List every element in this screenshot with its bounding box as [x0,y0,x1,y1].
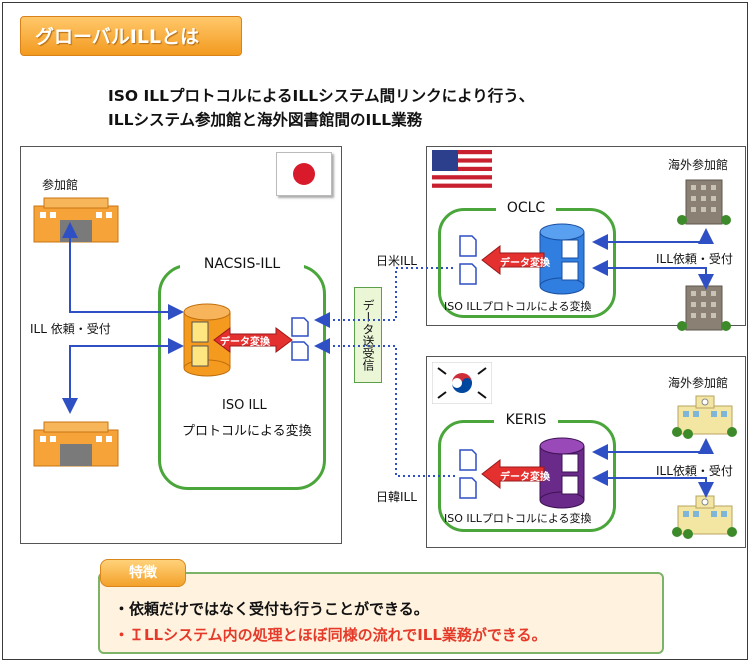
overseas-library-label: 海外参加館 [668,158,729,172]
features-tab: 特徴 [100,559,186,587]
iso-protocol-label: プロトコルによる変換 [182,424,312,439]
page-title: グローバルILLとは [20,16,242,56]
document-icon [291,317,309,361]
office-building-icon [677,179,731,225]
korea-iso-label: ISO ILLプロトコルによる変換 [444,512,592,525]
oclc-database-icon [539,223,585,295]
school-building-icon [672,395,737,439]
overseas-library-label-korea: 海外参加館 [668,376,729,390]
iso-ill-label: ISO ILL [222,398,267,413]
school-building-icon [672,495,737,539]
japan-flag-icon [276,152,332,196]
features-box [98,572,664,654]
korea-conversion-arrow [481,458,545,490]
heading-line-1: ISO ILLプロトコルによるILLシステム間リンクにより行う、 [108,87,535,105]
korea-link-label: 日韓ILL [376,490,417,504]
korea-flag-icon [432,362,492,404]
ill-request-label: ILL 依頼・受付 [30,322,111,336]
office-building-icon [677,285,731,331]
conversion-badge: データ変換 [220,337,270,348]
feature-line-1: ・依頼だけではなく受付も行うことができる。 [114,600,429,618]
feature-line-2: ・ＩLLシステム内の処理とほぼ同様の流れでILL業務ができる。 [114,626,547,644]
heading-line-2: ILLシステム参加館と海外図書館間のILL業務 [108,111,423,129]
korea-document-icon [459,449,477,499]
us-flag-icon [432,150,492,192]
us-link-label: 日米ILL [376,254,417,268]
us-conversion-badge: データ変換 [500,258,550,269]
conversion-arrow [213,327,293,353]
oclc-label: OCLC [496,200,556,216]
us-document-icon [459,235,477,285]
nacsis-database-icon [183,303,231,377]
library-building-icon [33,421,119,467]
keris-label: KERIS [494,412,558,428]
korea-conversion-badge: データ変換 [500,472,550,483]
nacsis-ill-label: NACSIS-ILL [180,256,304,272]
us-iso-label: ISO ILLプロトコルによる変換 [444,300,592,313]
participant-library-label: 参加館 [42,178,79,192]
keris-database-icon [539,437,585,509]
data-transfer-label: データ送受信 [354,287,382,383]
us-conversion-arrow [481,244,545,276]
